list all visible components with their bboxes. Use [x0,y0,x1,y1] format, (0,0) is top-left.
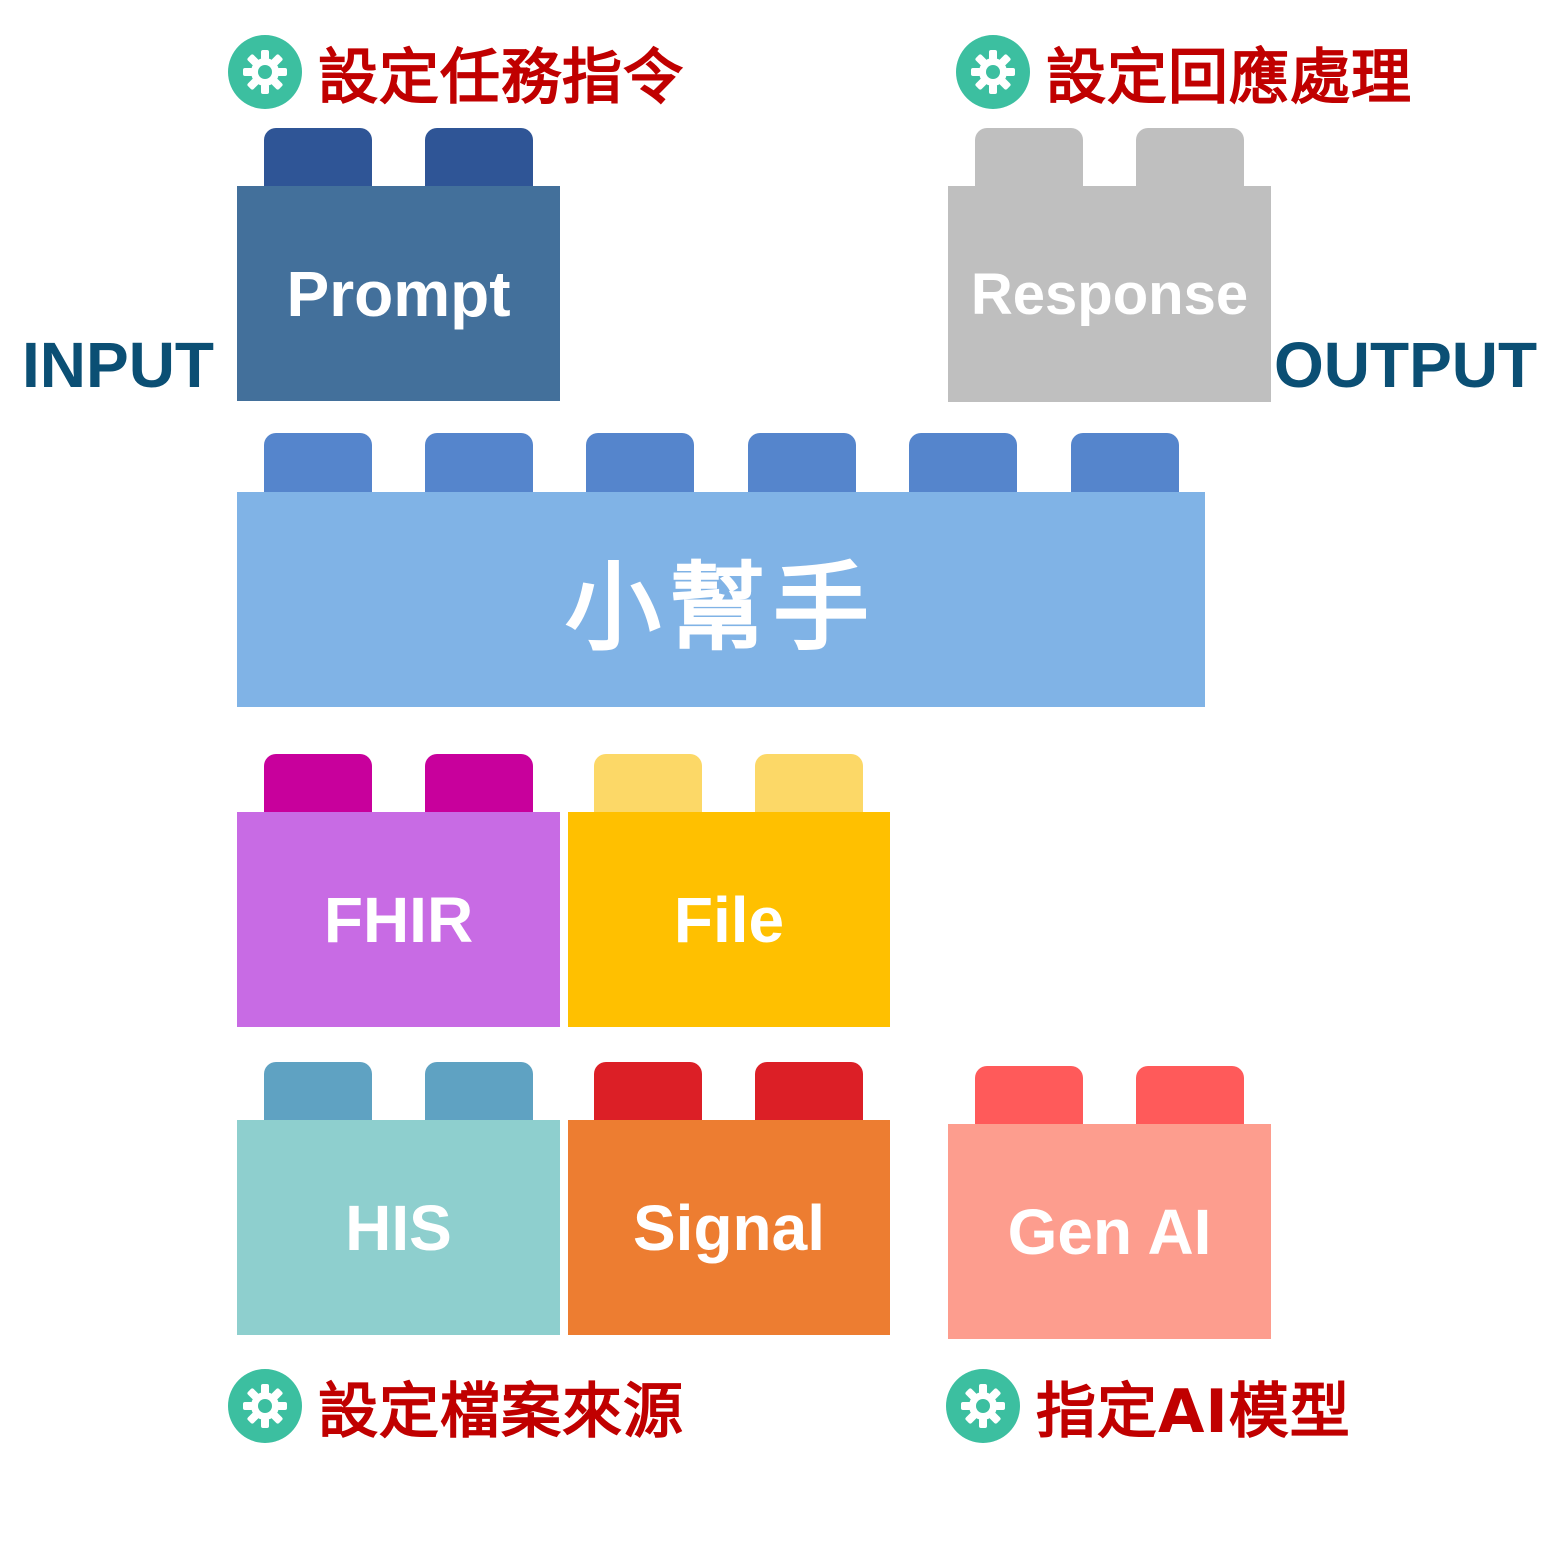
prompt-label: Prompt [286,257,511,330]
file-stud [594,754,702,814]
caption-text: 設定回應處理 [1046,42,1412,113]
prompt-stud [425,128,533,188]
genai-brick[interactable]: Gen AI [948,1124,1271,1339]
his-label: HIS [345,1191,452,1264]
caption-response-handling: 設定回應處理 [956,32,1412,113]
file-brick[interactable]: File [568,812,890,1027]
assistant-stud [748,433,856,493]
fhir-stud [264,754,372,814]
assistant-stud [909,433,1017,493]
prompt-brick[interactable]: Prompt [237,186,560,401]
response-stud [975,128,1083,188]
fhir-stud [425,754,533,814]
assistant-stud [425,433,533,493]
signal-stud [594,1062,702,1122]
assistant-stud [586,433,694,493]
prompt-stud [264,128,372,188]
caption-file-source: 設定檔案來源 [228,1366,684,1447]
caption-task-prompt: 設定任務指令 [228,32,684,113]
assistant-stud [264,433,372,493]
fhir-label: FHIR [323,883,474,956]
his-stud [425,1062,533,1122]
assistant-brick[interactable]: 小幫手 [237,492,1205,707]
his-stud [264,1062,372,1122]
response-label: Response [970,261,1249,327]
file-label: File [673,883,785,956]
file-stud [755,754,863,814]
caption-text: 設定任務指令 [318,42,684,113]
gear-icon [228,1369,302,1443]
gear-icon [228,35,302,109]
assistant-stud [1071,433,1179,493]
output-label: OUTPUT [1274,329,1538,401]
response-stud [1136,128,1244,188]
caption-text: 指定AI模型 [1036,1376,1351,1447]
caption-text: 設定檔案來源 [318,1376,684,1447]
input-label: INPUT [22,329,214,401]
signal-label: Signal [632,1191,826,1264]
caption-ai-model: 指定AI模型 [946,1366,1351,1447]
gear-icon [946,1369,1020,1443]
genai-stud [975,1066,1083,1126]
his-brick[interactable]: HIS [237,1120,560,1335]
genai-stud [1136,1066,1244,1126]
genai-label: Gen AI [1007,1195,1212,1268]
fhir-brick[interactable]: FHIR [237,812,560,1027]
response-brick[interactable]: Response [948,186,1271,402]
signal-brick[interactable]: Signal [568,1120,890,1335]
gear-icon [956,35,1030,109]
signal-stud [755,1062,863,1122]
assistant-label: 小幫手 [565,552,877,664]
